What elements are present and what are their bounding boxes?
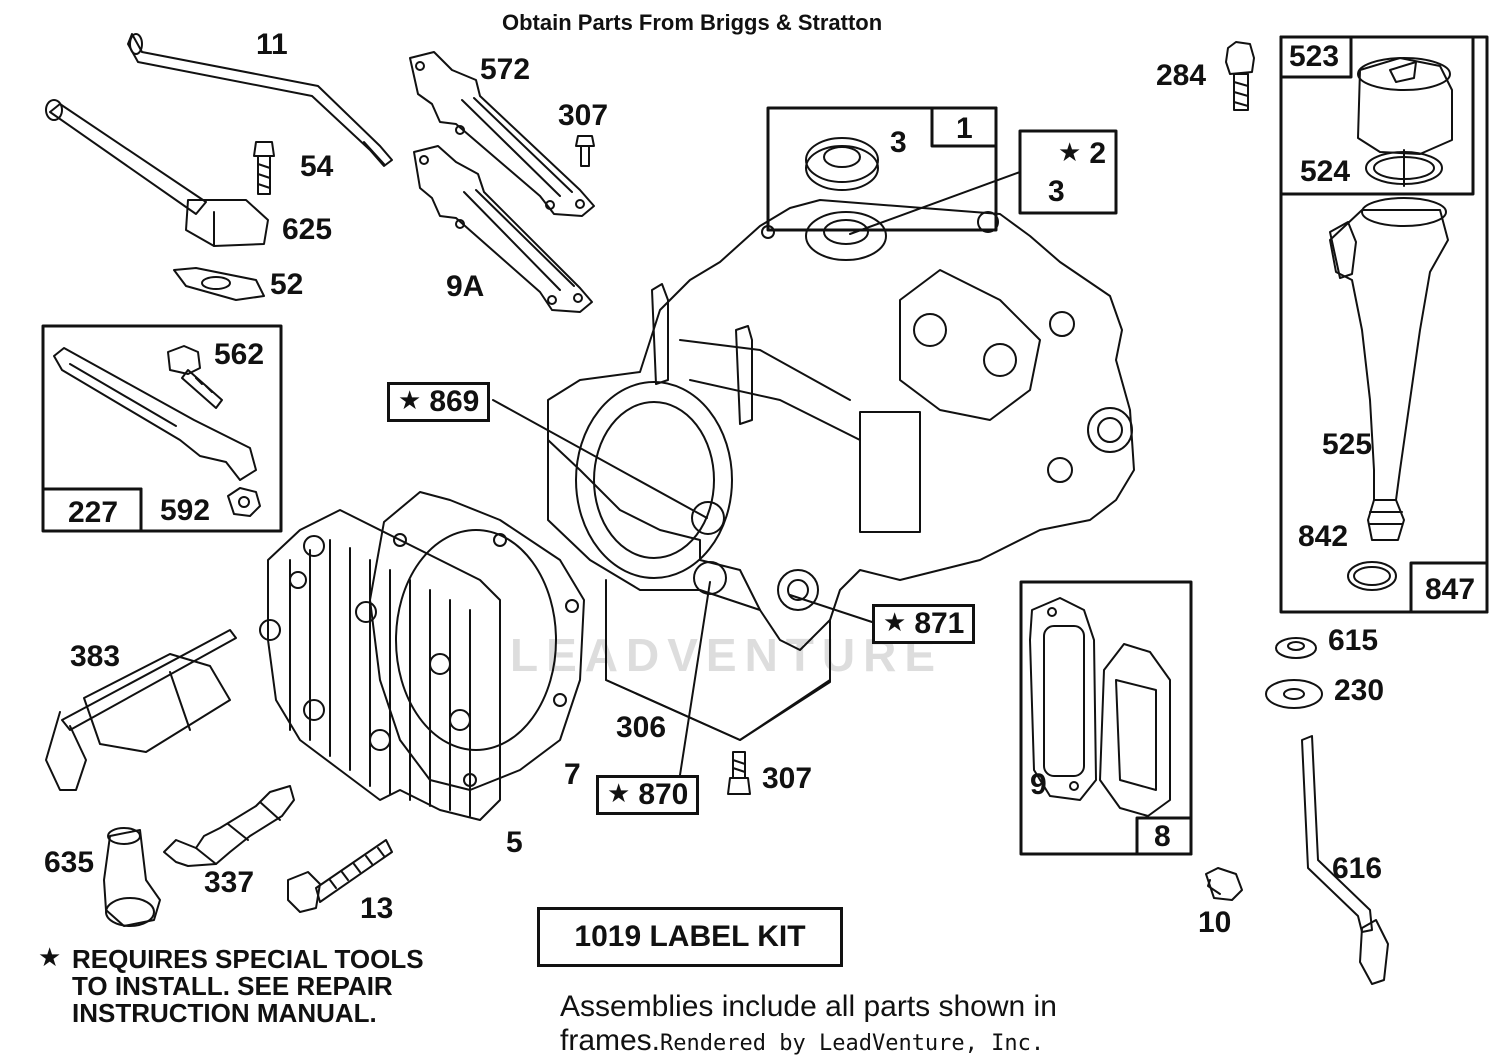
- frame-8: [1019, 580, 1193, 856]
- label-54: 54: [300, 150, 334, 183]
- label-523: 523: [1289, 40, 1340, 73]
- diagram-title: Obtain Parts From Briggs & Stratton: [502, 10, 883, 35]
- frame-847-number: [1409, 561, 1489, 614]
- frame-523-number: [1279, 35, 1353, 79]
- note-line-2: TO INSTALL. SEE REPAIR: [72, 971, 393, 1001]
- label-9a: 9A: [446, 270, 485, 303]
- screw-562-part: [167, 345, 223, 409]
- dipstick-tube-part: [1329, 197, 1449, 541]
- label-525: 525: [1322, 428, 1373, 461]
- label-2: 2: [1058, 139, 1106, 169]
- label-842: 842: [1298, 520, 1349, 553]
- screw-10-part: [1205, 867, 1243, 901]
- label-8: 8: [1154, 820, 1171, 853]
- head-gasket-part: [369, 491, 585, 791]
- frame-523: [1279, 35, 1475, 196]
- gasket-52-part: [173, 267, 265, 301]
- label-635: 635: [44, 846, 95, 879]
- leader-871: [789, 594, 873, 623]
- bolt-54-part: [253, 141, 275, 195]
- label-1: 1: [956, 112, 973, 145]
- label-616: 616: [1332, 852, 1383, 885]
- label-307-bottom: 307: [762, 762, 813, 795]
- bracket-227-part: [53, 347, 257, 481]
- label-871: 871: [872, 604, 976, 644]
- label-306: 306: [616, 711, 667, 744]
- breather-tube-part: [127, 33, 393, 167]
- nut-592-part: [227, 487, 261, 517]
- label-3-seal: 3: [890, 126, 907, 159]
- label-230: 230: [1334, 674, 1385, 707]
- bolt-13-part: [287, 839, 393, 913]
- label-337: 337: [204, 866, 255, 899]
- cylinder-block-part: [547, 199, 1135, 741]
- frame-1-number: [930, 106, 998, 148]
- tool-383-part: [45, 629, 237, 791]
- screw-307-part: [575, 135, 595, 167]
- note-line-3: INSTRUCTION MANUAL.: [72, 998, 377, 1028]
- frame-227: [41, 324, 283, 533]
- label-625: 625: [282, 213, 333, 246]
- assemblies-note: Assemblies include all parts shown in fr…: [560, 990, 1057, 1061]
- label-869: 869: [387, 382, 491, 422]
- label-7: 7: [564, 758, 581, 791]
- oil-seal-part: [805, 137, 879, 191]
- label-562: 562: [214, 338, 265, 371]
- gasket-9a-part: [413, 145, 593, 313]
- o-ring-842-part: [1347, 561, 1397, 591]
- label-10: 10: [1198, 906, 1232, 939]
- label-5: 5: [506, 826, 523, 859]
- frame-8-number: [1135, 816, 1193, 856]
- label-52: 52: [270, 268, 304, 301]
- leader-869: [492, 399, 708, 519]
- label-383: 383: [70, 640, 121, 673]
- spark-plug-boot-part: [103, 827, 161, 927]
- star-icon: ★: [38, 942, 62, 972]
- note-line-1: REQUIRES SPECIAL TOOLS: [72, 944, 424, 974]
- label-592: 592: [160, 494, 211, 527]
- label-572: 572: [480, 53, 531, 86]
- screw-307b-part: [727, 751, 751, 795]
- assemblies-line-1: Assemblies include all parts shown in: [560, 990, 1057, 1023]
- label-284: 284: [1156, 59, 1207, 92]
- assemblies-line-2: frames.: [560, 1024, 661, 1057]
- label-615: 615: [1328, 624, 1379, 657]
- bolt-284-part: [1225, 41, 1255, 111]
- label-11: 11: [256, 28, 288, 61]
- label-847: 847: [1425, 573, 1476, 606]
- label-870: 870: [596, 775, 700, 815]
- cylinder-head-part: [259, 509, 501, 821]
- label-227: 227: [68, 496, 119, 529]
- label-524: 524: [1300, 155, 1351, 188]
- frame-1: [766, 106, 998, 232]
- label-kit-box: 1019 LABEL KIT: [537, 907, 843, 967]
- washer-230-part: [1265, 679, 1323, 709]
- label-307-top: 307: [558, 99, 609, 132]
- label-3-frame: 3: [1048, 175, 1065, 208]
- gasket-9-part: [1029, 597, 1097, 801]
- cover-8-part: [1099, 643, 1171, 817]
- gasket-572-part: [409, 51, 595, 217]
- o-ring-524-part: [1365, 149, 1443, 187]
- dipstick-616-part: [1301, 735, 1389, 985]
- leader-870: [679, 581, 711, 776]
- oil-tube-part: [45, 99, 269, 247]
- label-9: 9: [1030, 768, 1047, 801]
- rendered-by-credit: Rendered by LeadVenture, Inc.: [660, 1031, 1045, 1056]
- spark-plug-part: [163, 785, 295, 867]
- seal-615-part: [1275, 637, 1317, 659]
- special-tools-note: ★ REQUIRES SPECIAL TOOLS TO INSTALL. SEE…: [38, 942, 424, 1028]
- label-13: 13: [360, 892, 394, 925]
- dipstick-cap-part: [1357, 57, 1453, 155]
- leader-2: [849, 171, 1021, 235]
